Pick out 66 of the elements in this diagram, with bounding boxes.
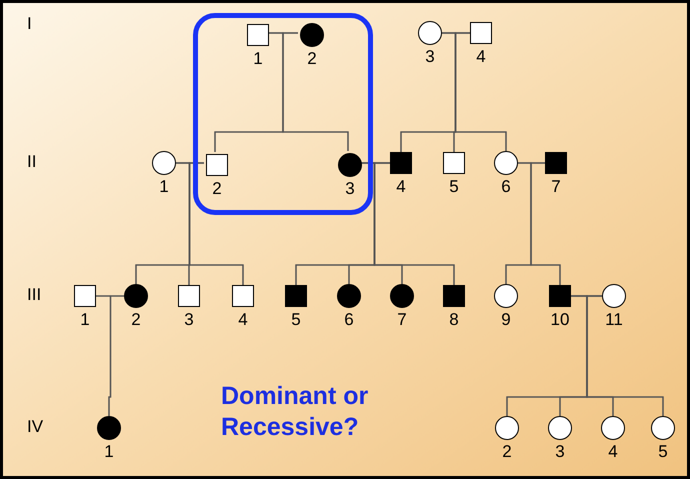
female-symbol	[495, 416, 519, 440]
male-symbol	[470, 22, 492, 44]
individual-number: 3	[424, 48, 436, 65]
affected-male-symbol	[443, 285, 465, 307]
individual-number: 2	[501, 443, 513, 460]
generation-label: III	[27, 286, 42, 303]
individual-number: 1	[158, 178, 170, 195]
individual-number: 4	[475, 48, 487, 65]
individual-number: 8	[448, 311, 460, 328]
female-symbol	[601, 416, 625, 440]
pedigree-line	[188, 162, 244, 285]
male-symbol	[74, 285, 96, 307]
pedigree-line	[282, 32, 349, 151]
male-symbol	[443, 152, 465, 174]
generation-label: I	[27, 15, 32, 32]
female-symbol	[494, 151, 518, 175]
individual-number: 2	[211, 180, 223, 197]
individual-number: 10	[550, 311, 570, 328]
individual-number: 1	[252, 50, 264, 67]
affected-female-symbol	[124, 284, 148, 308]
affected-female-symbol	[390, 284, 414, 308]
affected-female-symbol	[97, 416, 121, 440]
female-symbol	[418, 21, 442, 45]
individual-number: 4	[395, 178, 407, 195]
affected-female-symbol	[300, 23, 324, 47]
male-symbol	[232, 285, 254, 307]
individual-number: 3	[183, 311, 195, 328]
male-symbol	[206, 154, 228, 176]
individual-number: 3	[554, 443, 566, 460]
individual-number: 9	[500, 311, 512, 328]
female-symbol	[548, 416, 572, 440]
individual-number: 6	[343, 311, 355, 328]
pedigree-line	[586, 295, 664, 416]
individual-number: 4	[237, 311, 249, 328]
female-symbol	[602, 284, 626, 308]
individual-number: 5	[290, 311, 302, 328]
generation-label: II	[27, 153, 36, 170]
male-symbol	[247, 24, 269, 46]
individual-number: 2	[306, 50, 318, 67]
individual-number: 6	[500, 178, 512, 195]
question-text: Dominant or Recessive?	[221, 381, 370, 443]
pedigree-line	[530, 162, 561, 285]
pedigree-line	[454, 32, 507, 151]
individual-number: 7	[396, 311, 408, 328]
individual-number: 1	[79, 311, 91, 328]
individual-number: 5	[448, 178, 460, 195]
affected-male-symbol	[545, 152, 567, 174]
female-symbol	[494, 284, 518, 308]
pedigree-line	[108, 295, 124, 416]
individual-number: 5	[657, 443, 669, 460]
highlight-frame	[193, 13, 373, 215]
female-symbol	[152, 151, 176, 175]
affected-female-symbol	[338, 153, 362, 177]
individual-number: 2	[130, 311, 142, 328]
generation-label: IV	[27, 418, 44, 435]
individual-number: 11	[604, 311, 624, 328]
affected-male-symbol	[549, 285, 571, 307]
female-symbol	[651, 416, 675, 440]
male-symbol	[178, 285, 200, 307]
affected-female-symbol	[337, 284, 361, 308]
affected-male-symbol	[285, 285, 307, 307]
individual-number: 1	[103, 443, 115, 460]
individual-number: 3	[344, 180, 356, 197]
individual-number: 4	[607, 443, 619, 460]
affected-male-symbol	[390, 152, 412, 174]
individual-number: 7	[550, 178, 562, 195]
